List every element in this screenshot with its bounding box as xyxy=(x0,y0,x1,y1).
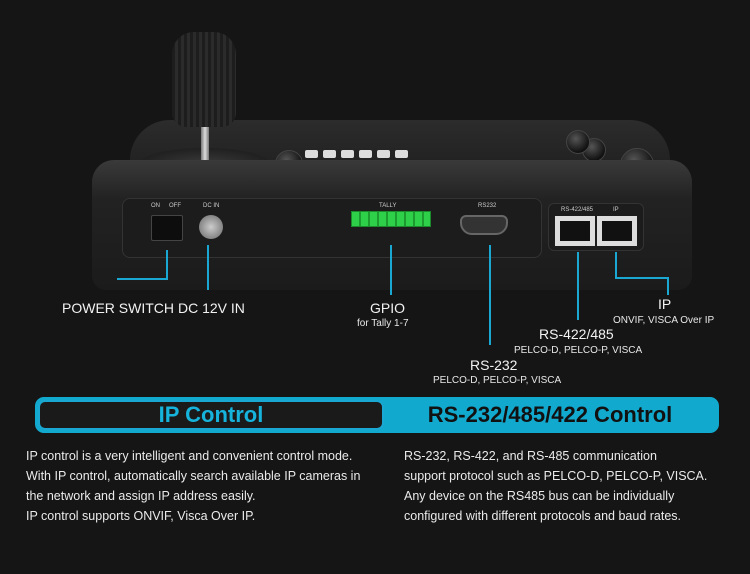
leader-line xyxy=(577,252,579,320)
tally-label: TALLY xyxy=(379,203,397,209)
gpio-label: GPIO xyxy=(370,300,406,316)
rj45-rs422-port[interactable] xyxy=(555,216,595,246)
leader-line xyxy=(615,277,669,279)
text-line: Any device on the RS485 bus can be indiv… xyxy=(404,489,675,503)
joystick-shaft xyxy=(201,110,209,160)
ip-sub: ONVIF, VISCA Over IP xyxy=(613,315,715,326)
rs232-sub: PELCO-D, PELCO-P, VISCA xyxy=(433,375,562,386)
rs232-callout: RS-232 xyxy=(470,357,518,373)
text-line: IP control supports ONVIF, Visca Over IP… xyxy=(26,509,256,523)
rs422-sub: PELCO-D, PELCO-P, VISCA xyxy=(514,345,643,356)
dc-jack[interactable] xyxy=(199,215,223,239)
network-port-panel: RS-422/485 IP xyxy=(548,203,644,251)
leader-line xyxy=(489,245,491,345)
leader-line xyxy=(117,278,167,280)
leader-line xyxy=(207,245,209,290)
switch-on-label: ON xyxy=(151,203,160,209)
dc-in-callout: DC 12V IN xyxy=(178,300,245,316)
control-banner: IP Control RS-232/485/422 Control xyxy=(35,397,719,433)
joystick-handle[interactable] xyxy=(172,32,236,127)
switch-off-label: OFF xyxy=(169,203,181,209)
ip-control-heading: IP Control xyxy=(38,400,384,430)
power-switch-label: POWER SWITCH xyxy=(62,300,174,316)
rs232-label: RS232 xyxy=(478,203,497,209)
text-line: RS-232, RS-422, and RS-485 communication xyxy=(404,449,657,463)
rs-control-description: RS-232, RS-422, and RS-485 communication… xyxy=(404,446,707,526)
leader-line xyxy=(667,277,669,295)
rj45-ip-port[interactable] xyxy=(597,216,637,246)
rs422-callout: RS-422/485 xyxy=(539,326,614,342)
text-line: the network and assign IP address easily… xyxy=(26,489,256,503)
text-line: IP control is a very intelligent and con… xyxy=(26,449,353,463)
power-switch[interactable] xyxy=(151,215,183,241)
leader-line xyxy=(390,245,392,295)
ip-port-label: IP xyxy=(613,207,619,213)
text-line: support protocol such as PELCO-D, PELCO-… xyxy=(404,469,708,483)
ip-control-description: IP control is a very intelligent and con… xyxy=(26,446,360,526)
text-line: configured with different protocols and … xyxy=(404,509,682,523)
text-line: With IP control, automatically search av… xyxy=(26,469,361,483)
rear-io-panel: ON OFF DC IN TALLY RS232 xyxy=(122,198,542,258)
knob[interactable] xyxy=(566,130,590,154)
rs-control-heading: RS-232/485/422 Control xyxy=(427,402,673,427)
tally-terminal-block[interactable] xyxy=(351,211,431,227)
ip-callout: IP xyxy=(658,296,672,312)
leader-line xyxy=(615,252,617,278)
db9-port[interactable] xyxy=(460,215,508,235)
rs422-port-label: RS-422/485 xyxy=(561,207,594,213)
gpio-sub: for Tally 1-7 xyxy=(357,318,409,329)
dc-in-label: DC IN xyxy=(203,203,220,209)
leader-line xyxy=(166,250,168,280)
